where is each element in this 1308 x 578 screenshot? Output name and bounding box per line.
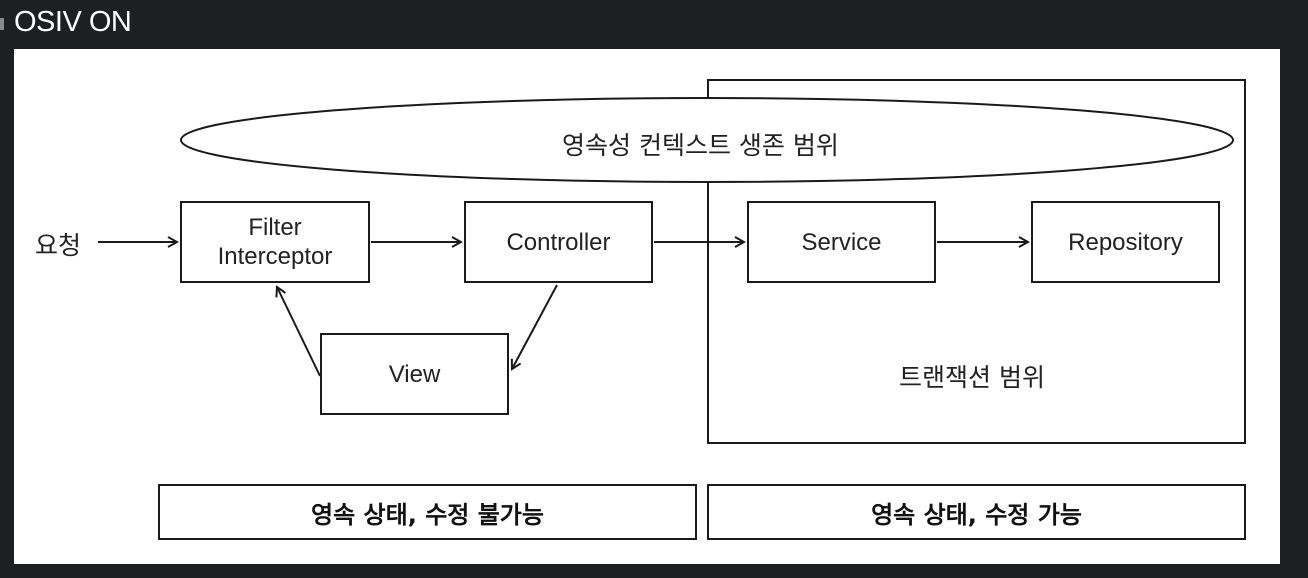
repository-label: Repository [1068,228,1183,256]
view-box: View [320,333,509,415]
title-marker [0,18,4,30]
repository-box: Repository [1031,201,1220,283]
flow-arrows [98,49,1280,377]
band-persistent-read-only: 영속 상태, 수정 불가능 [158,484,697,540]
band-persistent-editable: 영속 상태, 수정 가능 [707,484,1246,540]
service-box: Service [747,201,936,283]
persistence-context-label: 영속성 컨텍스트 생존 범위 [562,131,839,160]
filter-label: Filter [248,214,302,241]
filter-interceptor-box: Filter Interceptor [180,201,370,283]
service-label: Service [801,228,882,256]
diagram-canvas: 트랜잭션 범위 영속성 컨텍스트 생존 범위 요청 Filter Interce… [14,49,1280,564]
controller-label: Controller [506,228,611,256]
page-title: OSIV ON [14,6,132,38]
interceptor-label: Interceptor [217,243,333,270]
request-label: 요청 [35,231,82,260]
transaction-scope-label: 트랜잭션 범위 [899,363,1045,392]
arrow-controller-to-view [512,284,558,369]
controller-box: Controller [464,201,653,283]
arrow-view-to-filter [277,287,321,377]
title-bar: OSIV ON [0,0,1308,48]
view-label: View [388,360,441,388]
